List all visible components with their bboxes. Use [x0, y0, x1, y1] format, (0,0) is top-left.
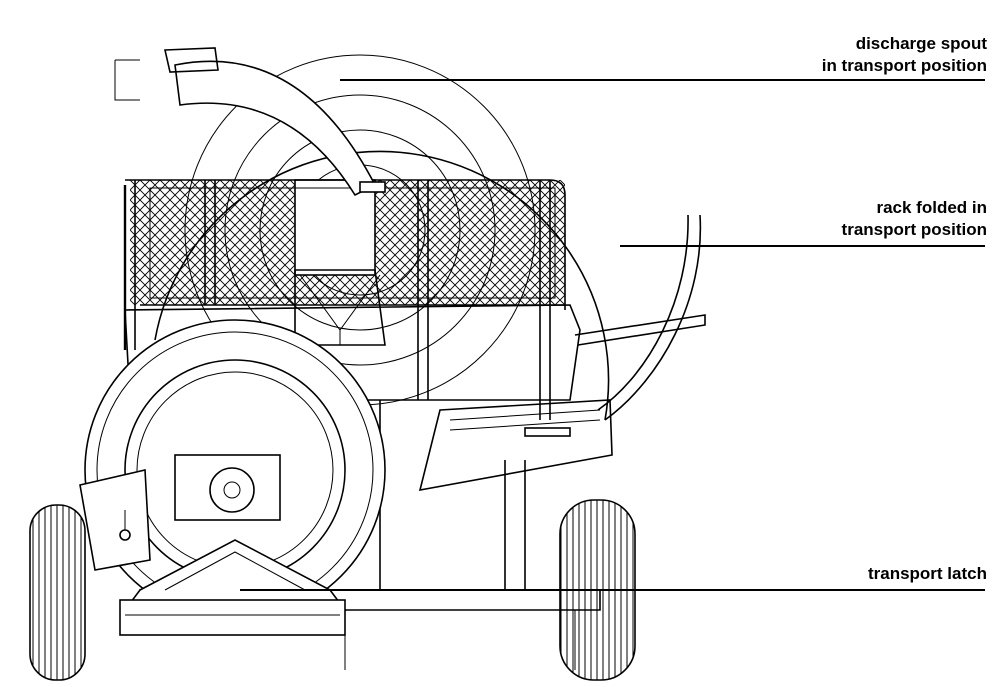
discharge-spout-label-line2: in transport position [821, 56, 987, 75]
rack-mesh [123, 179, 566, 420]
rack-label-line2: transport position [841, 220, 987, 239]
discharge-spout-label-line1: discharge spout [855, 34, 987, 53]
discharge-spout-label: discharge spout in transport position [822, 33, 987, 77]
fan-housing [79, 319, 386, 621]
rack-label-line1: rack folded in [876, 198, 987, 217]
transport-latch-label-line1: transport latch [867, 564, 987, 583]
leader-lines [240, 79, 985, 591]
transport-latch-frame [119, 539, 347, 636]
rack-label: rack folded in transport position [842, 197, 987, 241]
discharge-spout [114, 47, 386, 346]
left-tire [29, 504, 86, 681]
transport-latch-label: transport latch [868, 563, 987, 585]
